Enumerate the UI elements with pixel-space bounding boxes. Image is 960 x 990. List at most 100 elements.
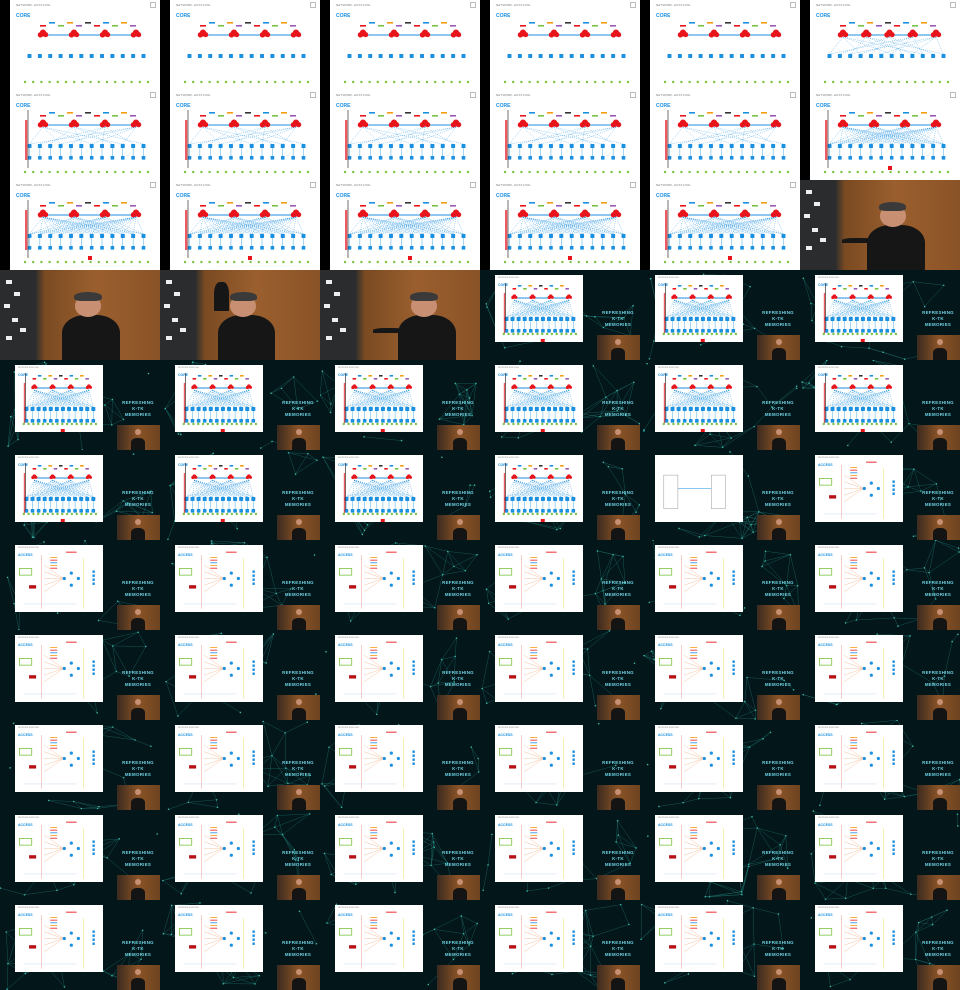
uplink-line xyxy=(674,299,716,318)
switch-icon xyxy=(534,497,539,501)
uplink-line xyxy=(408,479,414,498)
speaker-camera-inset xyxy=(597,335,640,360)
path-line xyxy=(843,488,864,503)
switch-icon xyxy=(196,497,201,501)
cloud-icon xyxy=(387,384,394,390)
switch-icon xyxy=(411,497,416,501)
switch-icon xyxy=(600,246,605,250)
cloud-icon xyxy=(31,474,38,480)
speaker-frame[interactable] xyxy=(800,180,960,270)
network-node xyxy=(585,315,588,317)
network-line xyxy=(211,540,245,543)
uplink-line xyxy=(522,216,603,235)
uplink-line xyxy=(514,299,550,318)
peer-logo xyxy=(699,375,703,377)
endpoint-icon xyxy=(602,170,605,174)
router-icon xyxy=(389,661,393,665)
network-node xyxy=(653,340,655,342)
uplink-line xyxy=(850,389,853,408)
uplink-line xyxy=(192,479,195,498)
speaker-head xyxy=(937,339,943,345)
slide-diagram xyxy=(819,461,895,519)
uplink-line xyxy=(73,126,113,145)
endpoint-icon xyxy=(503,170,507,174)
network-line xyxy=(288,452,317,461)
network-node xyxy=(165,680,167,683)
endpoint-icon xyxy=(265,260,269,264)
switch-icon xyxy=(891,329,896,333)
uplink-line xyxy=(682,126,701,145)
peer-logo xyxy=(236,115,242,117)
speaker-frame[interactable] xyxy=(320,270,480,360)
speaker-body xyxy=(772,348,786,360)
peer-logo xyxy=(683,378,687,380)
endpoint-icon xyxy=(347,422,350,426)
logo-text: MEMORIES xyxy=(284,682,312,687)
switch-icon xyxy=(187,246,192,250)
switch-icon xyxy=(713,419,717,423)
uplink-line xyxy=(690,299,693,318)
network-node xyxy=(608,630,611,632)
speaker-frame[interactable] xyxy=(0,270,160,360)
speaker-body xyxy=(933,438,947,450)
peer-logo xyxy=(770,25,776,27)
endpoint-icon xyxy=(778,170,781,174)
endpoint-icon xyxy=(688,170,691,174)
cloud-icon xyxy=(930,119,942,128)
network-line xyxy=(24,524,33,538)
uplink-line xyxy=(512,389,533,408)
uplink-line xyxy=(514,389,556,408)
speaker-frame[interactable] xyxy=(160,270,320,360)
switch-icon xyxy=(387,497,391,501)
peer-logo xyxy=(43,378,47,380)
network-line xyxy=(430,682,439,687)
slide-header: NETWORK HUSTLING xyxy=(178,637,199,639)
endpoint-icon xyxy=(343,170,347,174)
switch-icon xyxy=(356,419,361,423)
endpoint-icon xyxy=(737,80,740,84)
slide-header: NETWORK HUSTLING xyxy=(18,457,39,459)
